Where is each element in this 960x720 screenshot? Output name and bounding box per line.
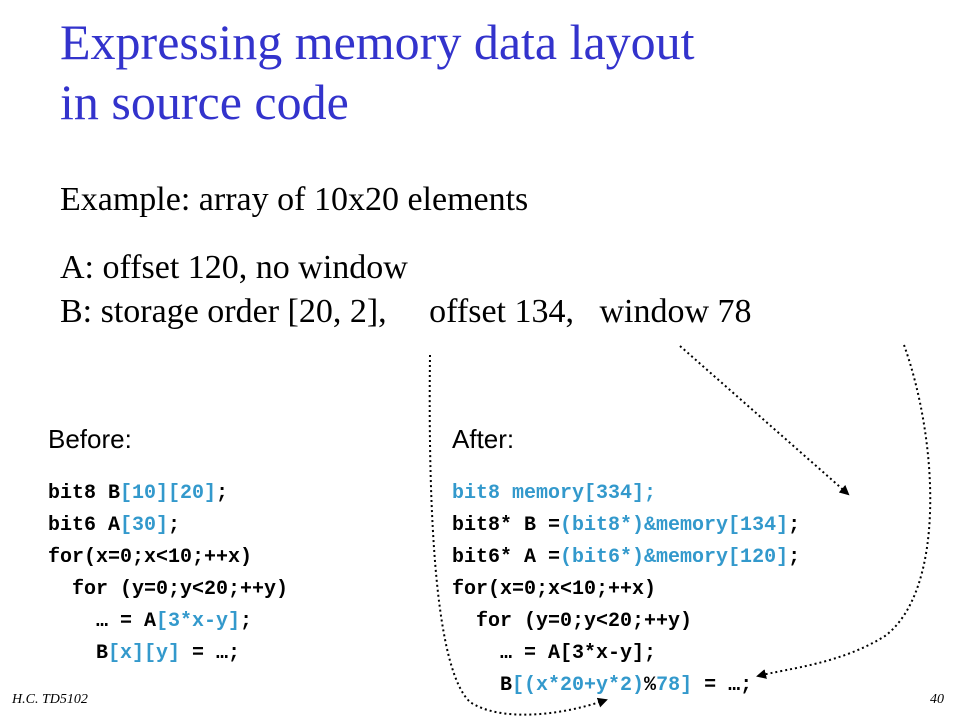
before-code-block: bit8 B[10][20];bit6 A[30];for(x=0;x<10;+… bbox=[48, 478, 288, 670]
code-line: for (y=0;y<20;++y) bbox=[452, 606, 800, 638]
code-token: for(x=0;x<10;++x) bbox=[48, 546, 253, 569]
bullet-array-a: A: offset 120, no window bbox=[60, 249, 408, 286]
code-token: % bbox=[644, 674, 657, 697]
bullet-example: Example: array of 10x20 elements bbox=[60, 181, 529, 218]
code-token: = …; bbox=[692, 674, 753, 697]
code-line: B[x][y] = …; bbox=[48, 638, 288, 670]
code-token: for (y=0;y<20;++y) bbox=[452, 610, 693, 633]
code-line: bit6* A =(bit6*)&memory[120]; bbox=[452, 542, 800, 574]
code-token: for (y=0;y<20;++y) bbox=[48, 578, 289, 601]
after-heading: After: bbox=[452, 424, 515, 454]
code-token: bit8* B = bbox=[452, 514, 561, 537]
code-line: … = A[3*x-y]; bbox=[48, 606, 288, 638]
arrow-offset-to-memory bbox=[679, 345, 850, 496]
code-line: bit8 B[10][20]; bbox=[48, 478, 288, 510]
slide-number: 40 bbox=[930, 692, 944, 707]
after-code-block: bit8 memory[334]; bit8* B =(bit8*)&memory… bbox=[452, 478, 800, 702]
code-token: ; bbox=[168, 514, 181, 537]
slide-title: Expressing memory data layout in source … bbox=[60, 12, 695, 132]
code-token: (bit6*)&memory[120] bbox=[560, 546, 789, 569]
code-line: for (y=0;y<20;++y) bbox=[48, 574, 288, 606]
code-line: for(x=0;x<10;++x) bbox=[452, 574, 800, 606]
code-token: bit6 A bbox=[48, 514, 121, 537]
code-token: ; bbox=[788, 514, 801, 537]
code-line: B[(x*20+y*2)%78] = …; bbox=[452, 670, 800, 702]
code-line: bit8 memory[334]; bbox=[452, 478, 800, 510]
arrow-order-to-b-index bbox=[428, 354, 608, 716]
code-token: 78] bbox=[656, 674, 693, 697]
code-token: [3*x-y] bbox=[156, 610, 241, 633]
code-token: bit8 B bbox=[48, 482, 121, 505]
code-token: B bbox=[48, 642, 109, 665]
code-token: ; bbox=[788, 546, 801, 569]
bullet-array-b: B: storage order [20, 2], offset 134, wi… bbox=[60, 293, 752, 330]
code-line: … = A[3*x-y]; bbox=[452, 638, 800, 670]
code-token: (bit8*)&memory[134] bbox=[560, 514, 789, 537]
code-token: [30] bbox=[120, 514, 169, 537]
title-line-1: Expressing memory data layout bbox=[60, 14, 695, 70]
code-token: [10][20] bbox=[120, 482, 217, 505]
code-token: bit8 memory[334]; bbox=[452, 482, 657, 505]
code-token: ; bbox=[240, 610, 253, 633]
code-token: for(x=0;x<10;++x) bbox=[452, 578, 657, 601]
arrow-window-to-modulo bbox=[756, 344, 932, 679]
code-token: … = A[3*x-y]; bbox=[452, 642, 657, 665]
code-token: bit6* A = bbox=[452, 546, 561, 569]
code-line: bit8* B =(bit8*)&memory[134]; bbox=[452, 510, 800, 542]
code-token: = …; bbox=[180, 642, 241, 665]
code-token: [x][y] bbox=[108, 642, 181, 665]
code-token: ; bbox=[216, 482, 229, 505]
code-token: B bbox=[452, 674, 513, 697]
footer-course-label: H.C. TD5102 bbox=[12, 692, 88, 707]
before-heading: Before: bbox=[48, 424, 132, 454]
code-token: [(x*20+y*2) bbox=[512, 674, 645, 697]
code-line: for(x=0;x<10;++x) bbox=[48, 542, 288, 574]
title-line-2: in source code bbox=[60, 74, 349, 130]
code-token: … = A bbox=[48, 610, 157, 633]
code-line: bit6 A[30]; bbox=[48, 510, 288, 542]
